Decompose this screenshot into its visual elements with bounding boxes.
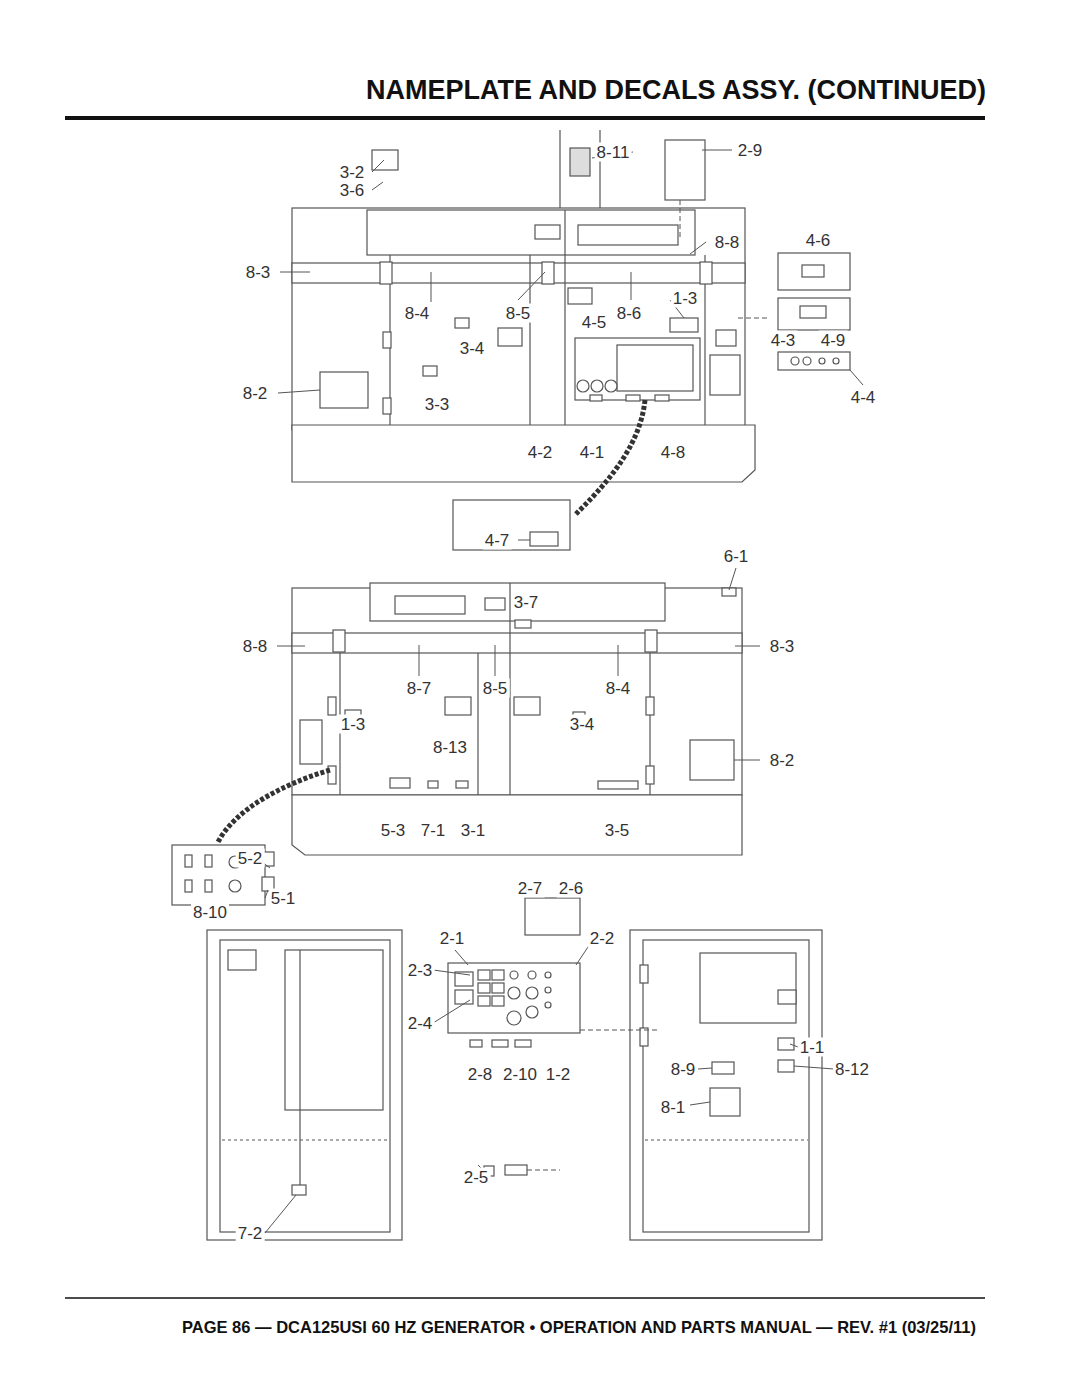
callout-number: 2-4 [406, 1014, 435, 1033]
callout-number: 3-1 [459, 821, 488, 840]
callout-number: 6-1 [722, 547, 751, 566]
callout-number: 4-5 [580, 313, 609, 332]
callout-number: 2-9 [736, 141, 765, 160]
callout-number: 3-4 [568, 715, 597, 734]
callout-number: 3-6 [338, 181, 367, 200]
callout-number: 8-2 [241, 384, 270, 403]
callout-number: 3-4 [458, 339, 487, 358]
callout-number: 5-1 [269, 889, 298, 908]
callout-number: 8-11 [595, 143, 632, 162]
callout-number: 8-8 [713, 233, 742, 252]
page-title: NAMEPLATE AND DECALS ASSY. (CONTINUED) [366, 76, 986, 106]
callout-number: 2-6 [557, 879, 586, 898]
callout-number: 8-8 [241, 637, 270, 656]
callout-number: 8-3 [244, 263, 273, 282]
callout-number: 1-2 [544, 1065, 573, 1084]
callout-number: 4-6 [804, 231, 833, 250]
callout-number: 3-3 [423, 395, 452, 414]
callout-number: 8-2 [768, 751, 797, 770]
callout-number: 8-10 [191, 903, 229, 922]
callout-number: 8-7 [405, 679, 434, 698]
callout-number: 2-7 [516, 879, 545, 898]
callout-number: 3-7 [512, 593, 541, 612]
callout-number: 8-4 [604, 679, 633, 698]
callout-number: 4-9 [819, 331, 848, 350]
callout-number: 8-5 [481, 679, 510, 698]
callout-number: 8-9 [669, 1060, 698, 1079]
callout-number: 5-2 [236, 849, 265, 868]
callout-number: 3-2 [338, 163, 367, 182]
callout-number: 2-2 [588, 929, 617, 948]
callout-number: 8-13 [431, 738, 469, 757]
callout-number: 4-8 [659, 443, 688, 462]
callout-number: 3-5 [603, 821, 632, 840]
page-footer: PAGE 86 — DCA125USI 60 HZ GENERATOR • OP… [76, 1318, 976, 1338]
callout-number: 4-4 [849, 388, 878, 407]
callout-number: 2-8 [466, 1065, 495, 1084]
callout-number: 8-12 [833, 1060, 871, 1079]
callout-number: 8-5 [504, 304, 533, 323]
callout-number: 2-1 [438, 929, 467, 948]
callout-number: 7-2 [236, 1224, 265, 1243]
callout-number: 8-4 [403, 304, 432, 323]
callout-number: 8-1 [659, 1098, 688, 1117]
callout-number: 1-3 [339, 715, 368, 734]
callout-number: 1-3 [671, 289, 700, 308]
callout-number: 4-7 [483, 531, 512, 550]
callout-number: 8-6 [615, 304, 644, 323]
callout-number: 2-10 [501, 1065, 539, 1084]
callout-number: 2-5 [462, 1168, 491, 1187]
callout-number: 8-3 [768, 637, 797, 656]
callout-number: 4-2 [526, 443, 555, 462]
callout-number: 2-3 [406, 961, 435, 980]
callout-number: 7-1 [419, 821, 448, 840]
callout-number: 4-1 [578, 443, 607, 462]
callout-number: 4-3 [769, 331, 798, 350]
callout-number: 5-3 [379, 821, 408, 840]
callout-number: 1-1 [798, 1038, 827, 1057]
